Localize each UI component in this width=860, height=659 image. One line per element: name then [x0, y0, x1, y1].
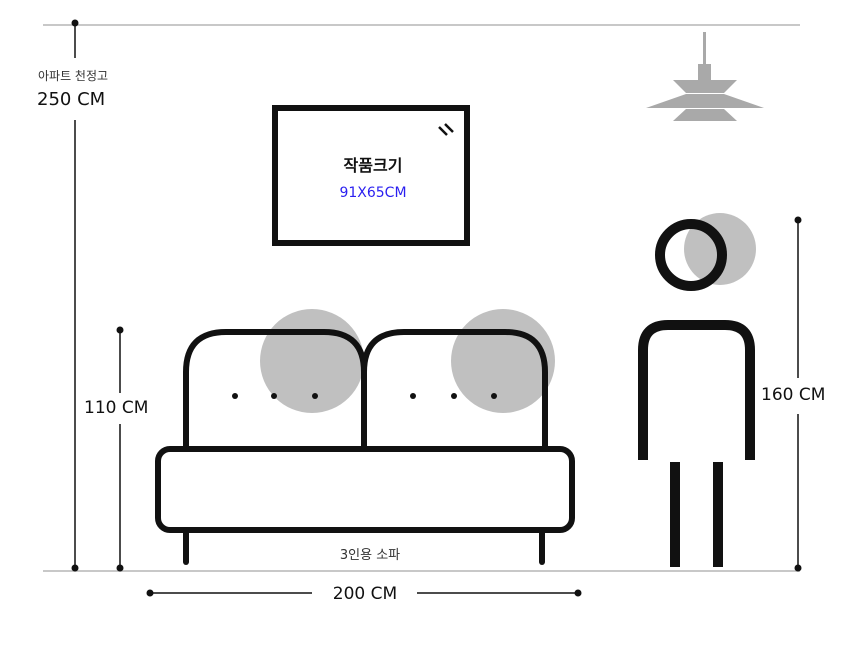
artwork-frame: [272, 105, 470, 246]
person-height-value: 160 CM: [761, 385, 826, 405]
sofa-label: 3인용 소파: [339, 548, 401, 563]
ceiling-label: 아파트 천정고: [38, 69, 109, 83]
artwork-size: 91X65CM: [339, 185, 407, 201]
sofa-illustration: [155, 309, 575, 565]
pendant-lamp-icon: [646, 32, 764, 121]
ceiling-height-value: 250 CM: [37, 89, 106, 110]
sofa-height-dimension: [116, 326, 124, 572]
person-height-dimension: [794, 216, 802, 572]
glare-icon: [438, 123, 454, 136]
sofa-width-value: 200 CM: [332, 584, 398, 604]
person-figure: [638, 213, 756, 567]
sofa-width-dimension: [146, 589, 582, 597]
artwork-title: 작품크기: [343, 156, 403, 175]
sofa-height-value: 110 CM: [84, 398, 149, 418]
ceiling-height-dimension: [71, 19, 79, 572]
